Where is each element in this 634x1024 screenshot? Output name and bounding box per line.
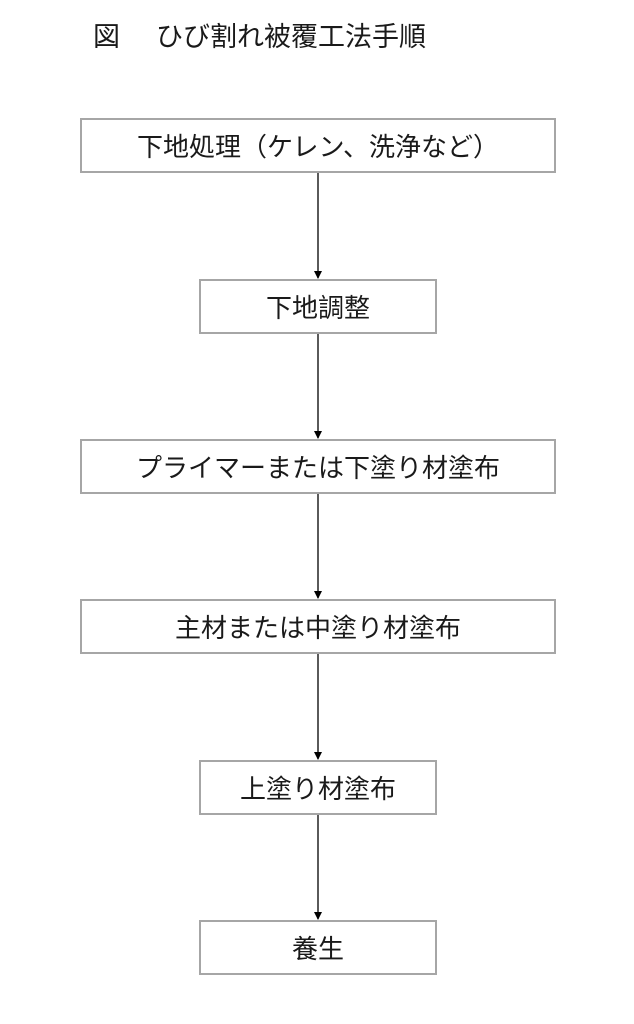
step-label: 主材または中塗り材塗布 [174,614,461,644]
step-primer-application: プライマーまたは下塗り材塗布 [80,439,556,494]
step-base-adjustment: 下地調整 [199,279,437,334]
figure-title-text: ひび割れ被覆工法手順 [156,22,426,53]
step-label: 養生 [291,935,344,965]
step-curing: 養生 [199,920,437,975]
step-label: 下地調整 [265,294,370,324]
step-main-coat-application: 主材または中塗り材塗布 [80,599,556,654]
step-label: プライマーまたは下塗り材塗布 [135,454,500,484]
step-surface-preparation: 下地処理（ケレン、洗浄など） [80,118,556,173]
figure-label: 図 [93,22,120,53]
step-label: 上塗り材塗布 [239,775,396,805]
step-top-coat-application: 上塗り材塗布 [199,760,437,815]
step-label: 下地処理（ケレン、洗浄など） [137,133,499,163]
figure-title: 図 ひび割れ被覆工法手順 [93,18,426,58]
